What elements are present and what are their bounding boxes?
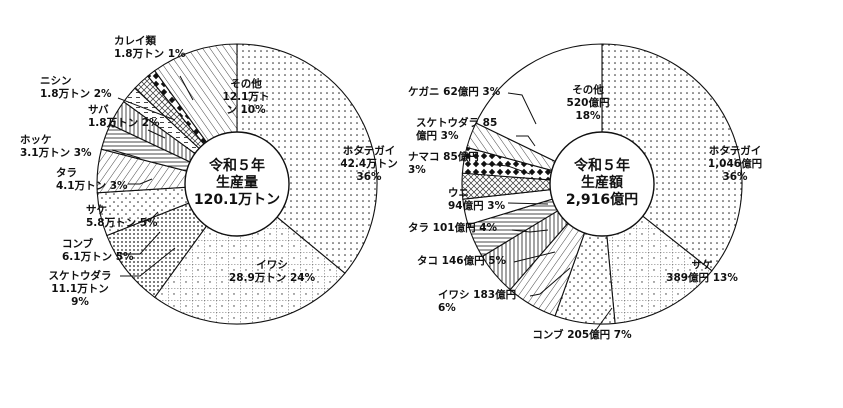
slice-label-ケガニ: ケガニ 62億円 3% (408, 85, 501, 98)
slice-label-line: ン 10% (226, 104, 266, 116)
slice-label-line: イワシ 183億円 (438, 288, 516, 301)
center-label-line: 120.1万トン (194, 192, 280, 208)
slice-label-line: 36% (356, 171, 382, 183)
center-hole (184, 131, 290, 237)
slice-label-line: 389億円 13% (666, 271, 738, 284)
slice-label-line: ニシン (40, 75, 72, 87)
slice-label-line: サケ (692, 259, 713, 271)
slice-label-line: ホタテガイ (709, 144, 762, 157)
slice-label-line: 36% (722, 171, 748, 183)
slice-label-line: コンブ (62, 237, 94, 250)
slice-label-line: コンブ 205億円 7% (532, 328, 632, 341)
slice-label-line: タラ 101億円 4% (408, 221, 498, 234)
center-label-line: 令和５年 (208, 157, 265, 174)
slice-label-line: ホタテガイ (343, 144, 396, 157)
slice-label-line: 4.1万トン 3% (56, 180, 128, 192)
slice-label-line: 12.1万ト (223, 91, 270, 103)
slice-label-line: ケガニ 62億円 3% (408, 85, 501, 98)
slice-label-line: 6.1万トン 5% (62, 251, 134, 263)
slice-label-line: タコ 146億円 5% (417, 254, 507, 267)
slice-label-line: サケ (86, 204, 107, 216)
slice-label-line: 6% (438, 302, 456, 314)
leader-line-イワシ (529, 267, 571, 297)
slice-label-line: 28.9万トン 24% (229, 272, 316, 284)
leader-line-ナマコ (485, 163, 531, 175)
leader-line-タラ (511, 229, 549, 233)
slice-label-line: サバ (88, 104, 109, 116)
slice-label-line: 9% (71, 296, 89, 308)
slice-label-タラ: タラ 101億円 4% (408, 221, 498, 234)
leader-line-サバ (147, 129, 166, 139)
slice-label-line: 42.4万トン (340, 158, 397, 170)
slice-label-コンブ: コンブ 205億円 7% (532, 328, 632, 341)
slice-label-line: 18% (575, 110, 601, 122)
slice-label-line: 94億円 3% (448, 199, 506, 212)
slice-label-line: ウニ (448, 187, 469, 199)
leader-line-ホッケ (111, 149, 141, 159)
slice-label-line: 1.8万トン 2% (40, 88, 112, 100)
slice-label-line: ナマコ 85億円 (408, 150, 479, 163)
center-label-line: 2,916億円 (566, 191, 638, 208)
leader-line-サケ (137, 211, 159, 223)
slice-label-line: 3% (408, 164, 426, 176)
slice-label-line: ホッケ (20, 134, 52, 146)
slice-label-line: 1,046億円 (708, 157, 762, 170)
center-label-line: 生産額 (581, 174, 623, 191)
leader-line-ケガニ (507, 92, 537, 125)
leader-line-ニシン (117, 97, 176, 121)
slice-label-line: タラ (56, 167, 77, 179)
slice-label-line: その他 (572, 83, 604, 96)
leader-line-コンブ (120, 231, 161, 255)
leader-line-スケトウダラ (120, 247, 176, 277)
leader-line-コンブ (595, 307, 613, 331)
center-label-line: 生産量 (216, 174, 258, 191)
slice-label-line: スケトウダラ (49, 269, 112, 282)
center-hole (549, 131, 655, 237)
slice-label-タコ: タコ 146億円 5% (417, 254, 507, 267)
leader-line-ウニ (507, 202, 549, 205)
slice-label-line: 1.8万トン 1% (114, 48, 186, 60)
slice-label-line: その他 (230, 77, 262, 90)
slice-label-line: 11.1万トン (51, 283, 108, 295)
slice-label-line: 5.8万トン 5% (86, 217, 158, 229)
slice-label-line: カレイ類 (114, 34, 156, 47)
leader-line-カレイ類 (179, 75, 194, 101)
slice-label-line: 1.8万トン 2% (88, 117, 160, 129)
slice-label-line: イワシ (256, 259, 288, 271)
leader-line-スケトウダラ (516, 135, 536, 147)
slice-label-line: 億円 3% (416, 129, 459, 142)
slice-label-line: 3.1万トン 3% (20, 147, 92, 159)
leader-line-タラ (128, 178, 153, 185)
center-label-line: 令和５年 (573, 157, 630, 174)
leader-line-タコ (513, 251, 556, 263)
slice-label-line: スケトウダラ 85 (416, 116, 497, 129)
slice-label-line: 520億円 (567, 96, 610, 109)
